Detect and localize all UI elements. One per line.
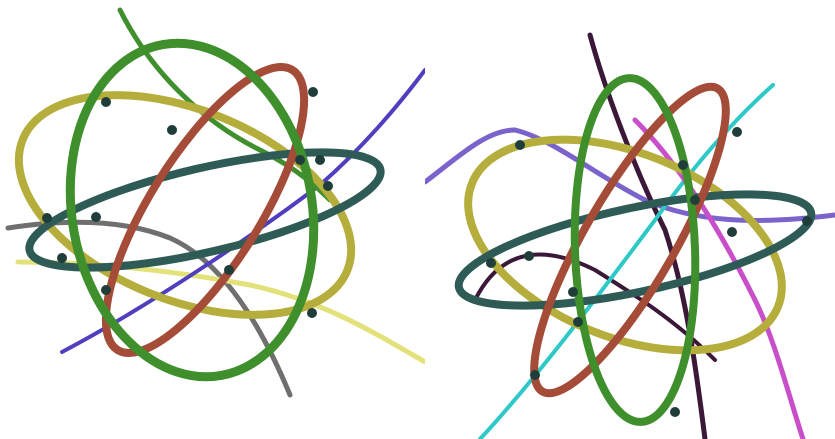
left-bead <box>42 213 52 223</box>
right-bead <box>727 227 737 237</box>
right-bead <box>568 287 578 297</box>
right-bead <box>802 216 812 226</box>
right-bead <box>732 127 742 137</box>
left-bead <box>315 155 325 165</box>
left-bead <box>101 285 111 295</box>
right-bead <box>515 140 525 150</box>
left-bead <box>323 181 333 191</box>
left-bead <box>307 308 317 318</box>
right-bead <box>486 258 496 268</box>
left-panel <box>0 0 425 439</box>
right-panel <box>425 0 835 439</box>
right-bead <box>678 160 688 170</box>
right-beads <box>486 127 812 417</box>
right-red-ring <box>504 66 757 414</box>
left-bead <box>167 125 177 135</box>
left-bead <box>295 155 305 165</box>
left-green-ring <box>45 24 340 397</box>
right-bead <box>670 407 680 417</box>
left-bead <box>101 97 111 107</box>
left-bead <box>308 87 318 97</box>
right-bead <box>690 195 700 205</box>
left-rings-figure <box>0 0 425 439</box>
right-bead <box>530 370 540 380</box>
right-bead <box>573 317 583 327</box>
left-green-vertical-line <box>120 10 330 200</box>
left-bead <box>224 265 234 275</box>
left-bead <box>57 253 67 263</box>
left-bead <box>91 212 101 222</box>
right-bead <box>524 251 534 261</box>
right-rings-figure <box>425 0 835 439</box>
